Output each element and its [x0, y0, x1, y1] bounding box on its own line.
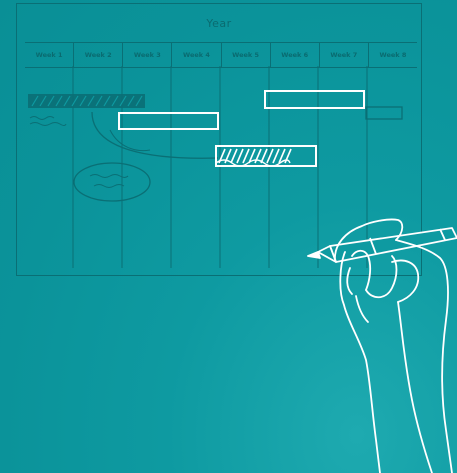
sketch-task-bar — [28, 94, 145, 108]
dependency-line — [110, 130, 150, 151]
task-bar-progress — [216, 146, 316, 166]
task-bar-outline — [119, 113, 218, 129]
sketch-task-box — [366, 107, 402, 119]
pen-icon — [308, 228, 457, 262]
task-bar-outline — [265, 91, 364, 108]
sketch-bubble — [74, 163, 150, 201]
dependency-line — [92, 112, 218, 158]
scribble-note — [30, 117, 66, 126]
